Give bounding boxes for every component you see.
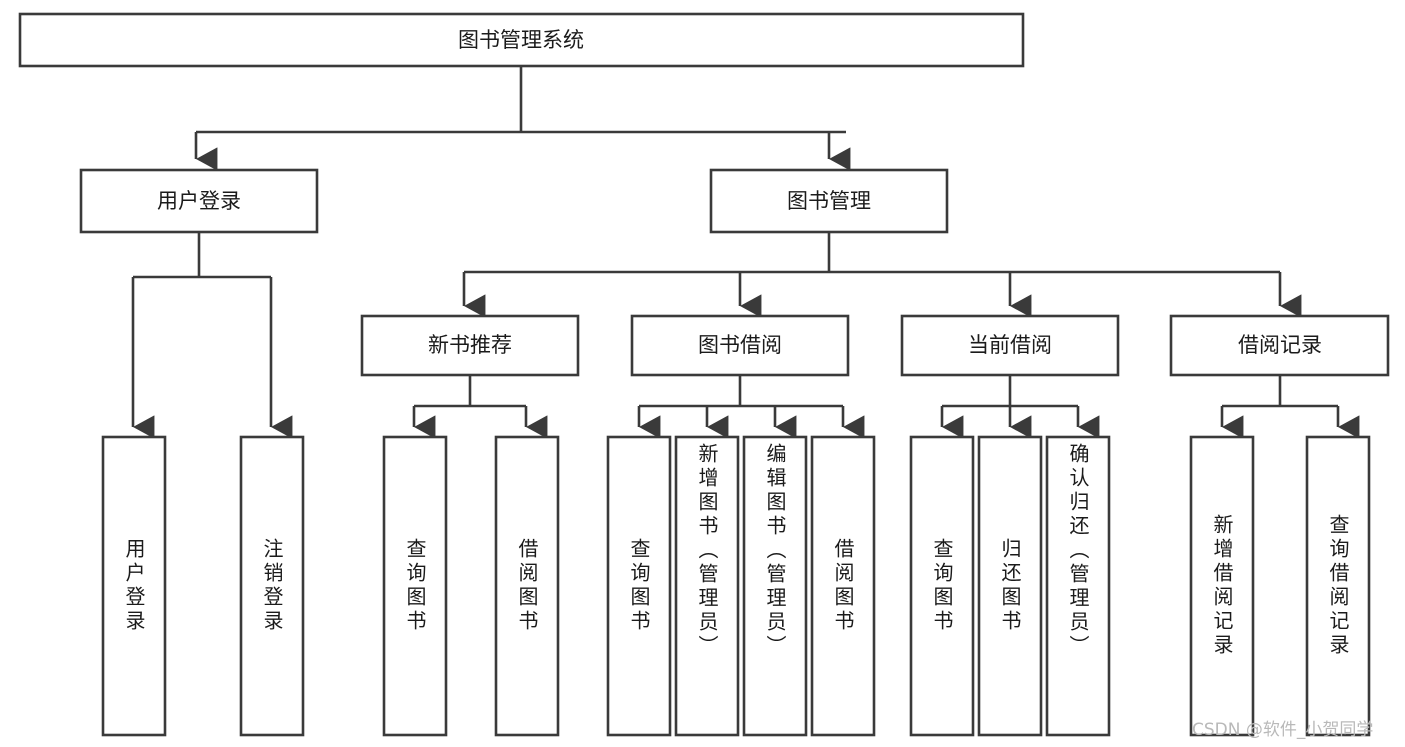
connector-userlogin-to-leaves [131, 233, 293, 439]
leaf-box-add-book[interactable] [674, 435, 740, 737]
node-book-management-label: 图书管理 [787, 189, 871, 213]
connector-borrow-to-leaves [637, 376, 865, 439]
node-book-borrow-label: 图书借阅 [698, 333, 782, 357]
node-book-management[interactable]: 图书管理 [709, 168, 949, 234]
node-borrow-record[interactable]: 借阅记录 [1169, 314, 1390, 377]
leaf-box-query-book-3[interactable] [909, 435, 975, 737]
node-current-borrow[interactable]: 当前借阅 [900, 314, 1120, 377]
connector-root-to-level2 [194, 66, 851, 171]
leaf-box-borrow-book-1[interactable] [494, 435, 560, 737]
node-borrow-record-label: 借阅记录 [1238, 333, 1322, 357]
node-root-label: 图书管理系统 [458, 28, 584, 52]
connector-recommend-to-leaves [412, 376, 548, 439]
node-book-management-box[interactable] [709, 168, 949, 234]
node-new-book-recommend-box[interactable] [360, 314, 580, 377]
leaf-box-confirm-return[interactable] [1045, 435, 1111, 737]
node-root-box[interactable] [18, 12, 1025, 68]
leaf-boxes [101, 435, 1371, 737]
node-new-book-recommend-label: 新书推荐 [428, 333, 512, 357]
leaf-box-return-book[interactable] [977, 435, 1043, 737]
node-current-borrow-label: 当前借阅 [968, 333, 1052, 357]
leaf-box-borrow-book-2[interactable] [810, 435, 876, 737]
node-book-borrow[interactable]: 图书借阅 [630, 314, 850, 377]
leaf-box-add-record[interactable] [1189, 435, 1255, 737]
node-user-login[interactable]: 用户登录 [79, 168, 319, 234]
node-user-login-box[interactable] [79, 168, 319, 234]
connector-current-to-leaves [940, 376, 1100, 439]
connector-record-to-leaves [1220, 376, 1360, 439]
watermark-text: CSDN @软件_小贺同学 [1192, 720, 1374, 740]
leaf-box-query-book-2[interactable] [606, 435, 672, 737]
leaf-box-logout[interactable] [239, 435, 305, 737]
leaf-box-query-record[interactable] [1305, 435, 1371, 737]
node-root[interactable]: 图书管理系统 [18, 12, 1025, 68]
leaf-box-edit-book[interactable] [742, 435, 808, 737]
node-current-borrow-box[interactable] [900, 314, 1120, 377]
leaf-box-user-login[interactable] [101, 435, 167, 737]
node-book-borrow-box[interactable] [630, 314, 850, 377]
node-user-login-label: 用户登录 [157, 189, 241, 213]
leaf-box-query-book-1[interactable] [382, 435, 448, 737]
connector-bookmgmt-to-level3 [462, 233, 1302, 318]
node-borrow-record-box[interactable] [1169, 314, 1390, 377]
node-new-book-recommend[interactable]: 新书推荐 [360, 314, 580, 377]
